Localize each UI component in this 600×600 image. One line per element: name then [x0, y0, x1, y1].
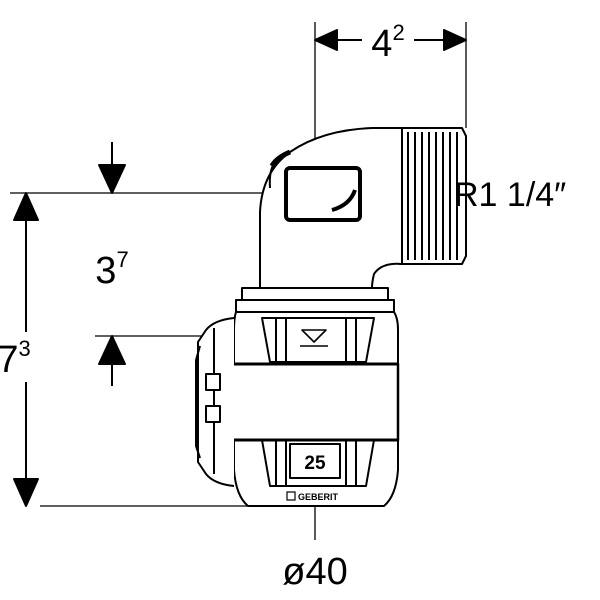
- brand-logo: GEBERIT: [286, 491, 339, 502]
- elbow-body: [259, 127, 403, 289]
- top-width-label: 42: [371, 20, 404, 65]
- dimension-overall-height: [13, 192, 39, 507]
- size-marking: 25: [304, 453, 326, 474]
- threaded-end: [399, 127, 467, 265]
- diameter-label: ø40: [282, 551, 347, 593]
- collar: [235, 287, 395, 313]
- center-height-label: 37: [95, 247, 128, 292]
- press-band: [228, 362, 400, 442]
- dimension-center-height: [98, 142, 126, 386]
- thread-label: R1 1/4″: [454, 176, 566, 214]
- side-clip: [195, 317, 235, 487]
- overall-height-label: 73: [0, 336, 31, 381]
- svg-text:GEBERIT: GEBERIT: [298, 492, 339, 502]
- dimension-top-width: [314, 29, 467, 51]
